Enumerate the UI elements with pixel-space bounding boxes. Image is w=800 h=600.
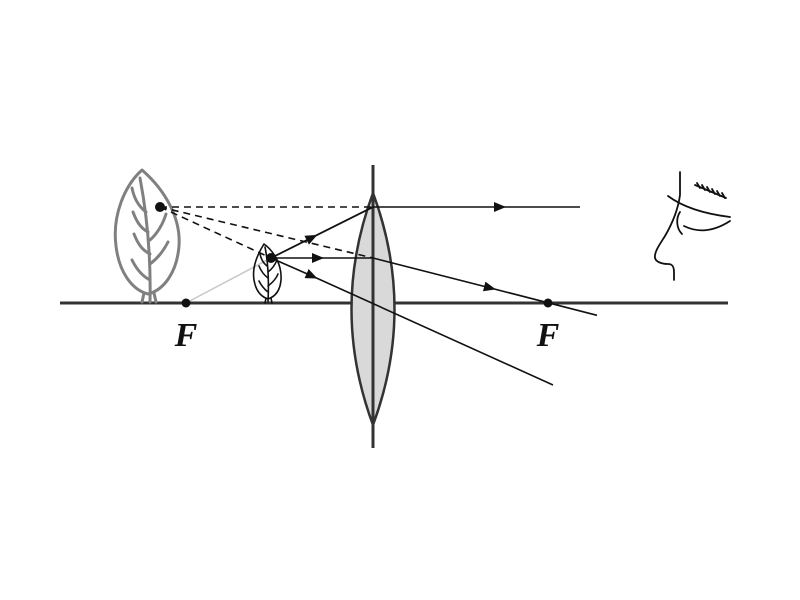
dashed-extension-center: [159, 206, 272, 259]
virtual-leaf-vein-4: [148, 212, 168, 242]
virtual-ray-extensions: [159, 206, 374, 259]
focal-point-right: [543, 298, 553, 308]
virtual-leaf-vein-1: [130, 186, 148, 214]
focal-label-right: F: [536, 317, 560, 354]
dashed-extension-focal: [159, 206, 374, 259]
virtual-leaf-midrib: [138, 176, 152, 304]
eye-observer-icon: [654, 171, 731, 281]
eyelashes: [696, 182, 726, 199]
real-rays: [270, 202, 598, 386]
convex-lens: [350, 165, 396, 448]
virtual-leaf-vein-6: [130, 258, 152, 282]
ray-through-optical-center: [270, 257, 554, 386]
virtual-leaf-vein-2: [131, 210, 150, 234]
eye-iris: [676, 211, 683, 235]
ray-refracted-through-focus: [372, 257, 598, 317]
virtual-leaf-vein-3: [132, 232, 152, 256]
object-leaf-vein-5: [258, 280, 269, 293]
object-leaf-vein-4: [267, 273, 279, 287]
focal-label-left: F: [174, 317, 198, 354]
object-tip-point: [266, 253, 276, 263]
object-leaf-vein-1: [259, 253, 268, 267]
leaf-virtual-image-icon: [113, 168, 181, 304]
virtual-leaf-vein-5: [148, 240, 170, 266]
focal-construction-line: [185, 257, 272, 304]
virtual-leaf-stem: [140, 291, 158, 304]
face-profile: [654, 171, 681, 281]
ray-object-to-lens-top-arrowed: [270, 206, 374, 259]
eye-lower-lid: [683, 220, 731, 232]
virtual-image-tip-point: [155, 202, 165, 212]
focal-point-left: [181, 298, 191, 308]
object-leaf-vein-2: [258, 265, 269, 279]
object-leaf-stem: [264, 297, 273, 304]
leaf-object-icon: [252, 243, 282, 304]
eye-upper-lid: [667, 195, 731, 218]
virtual-leaf-outline: [113, 168, 181, 296]
